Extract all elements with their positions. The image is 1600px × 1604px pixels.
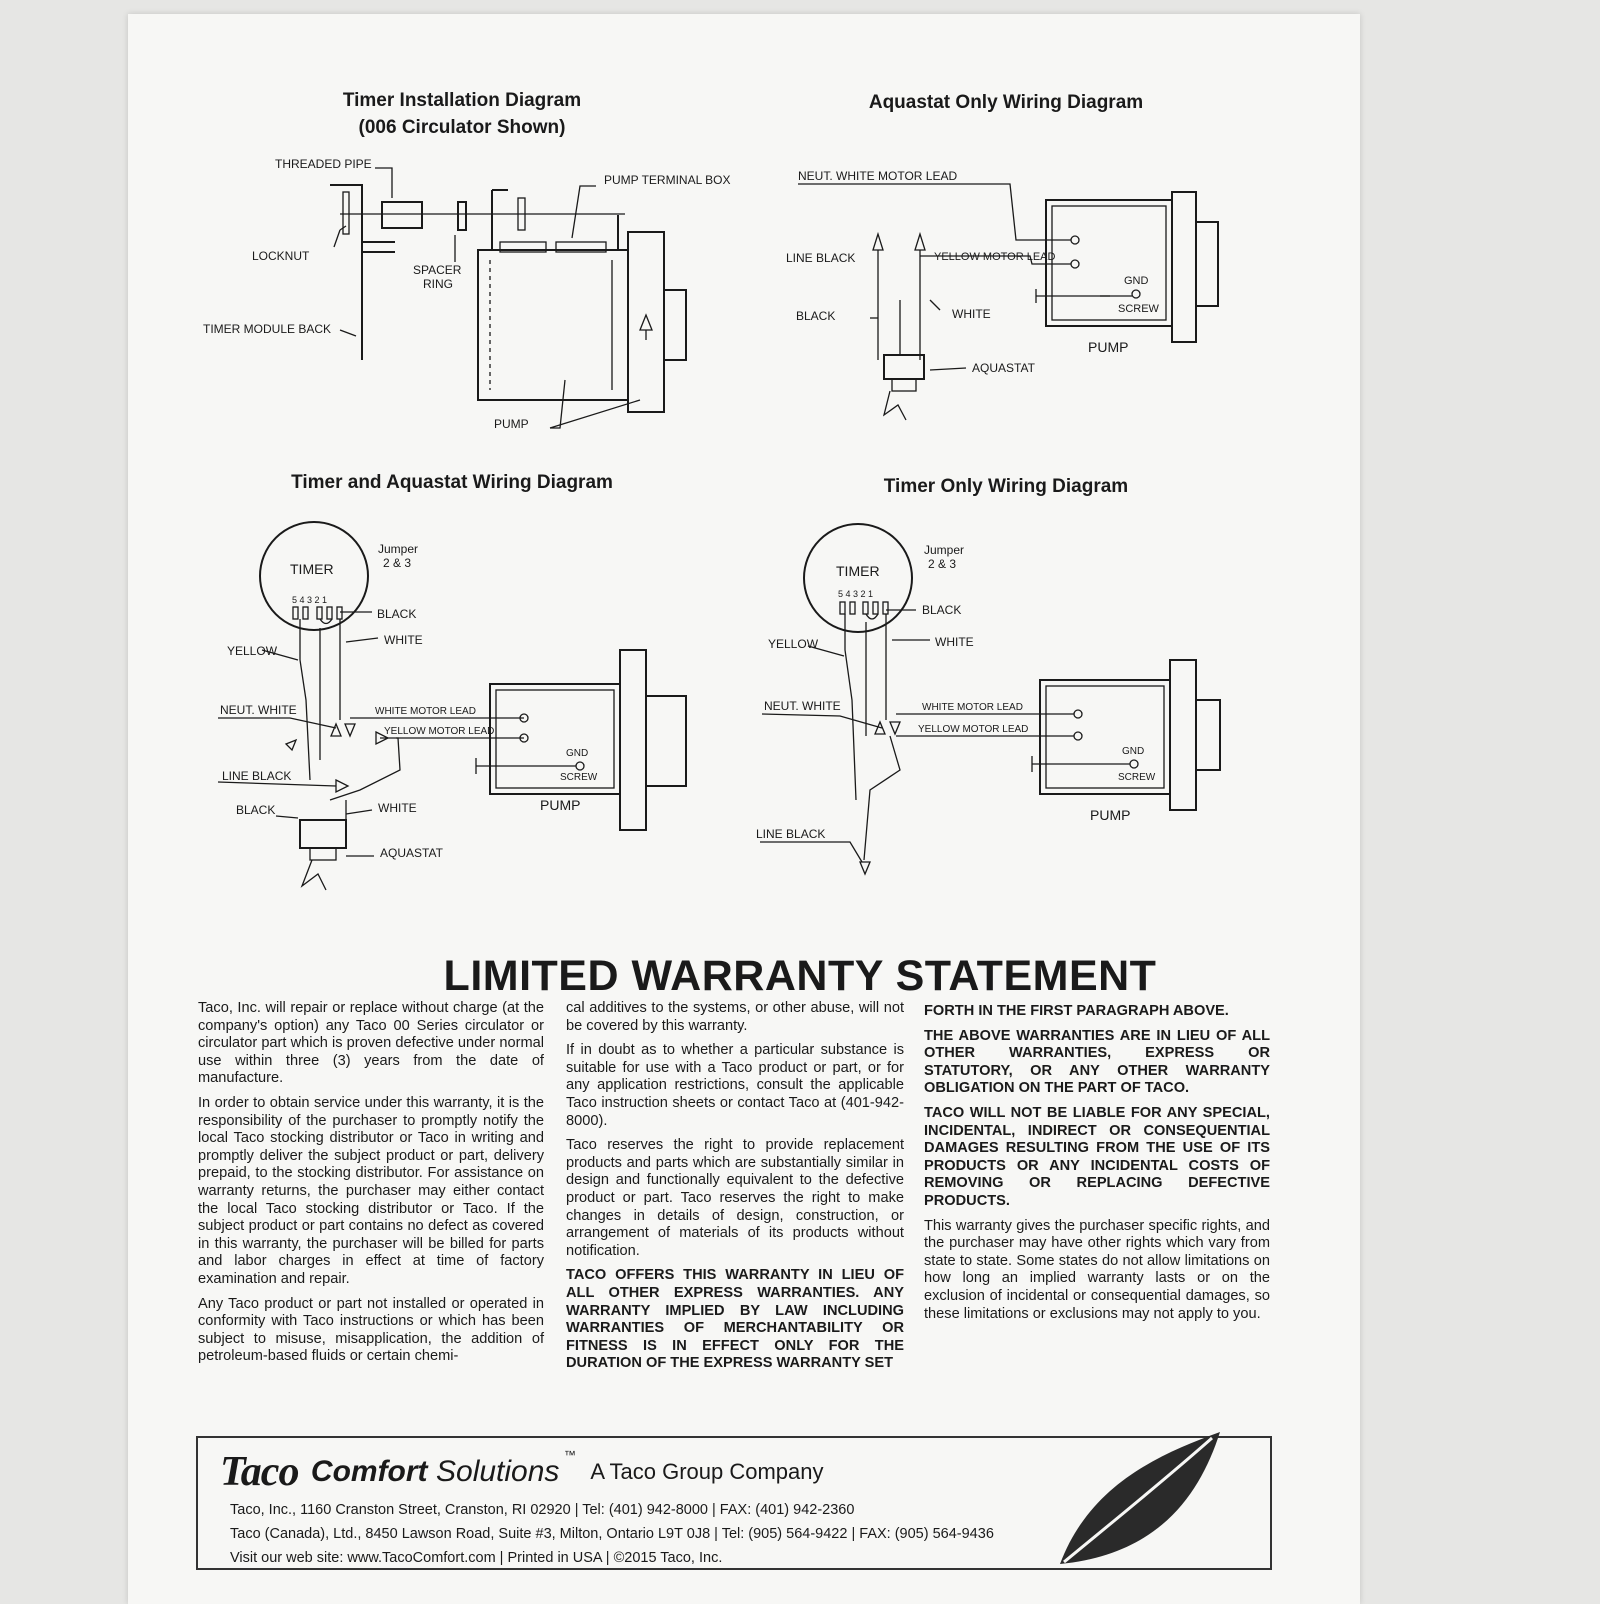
warranty-column-2: cal additives to the systems, or other a…	[566, 1000, 904, 1380]
yellow-motor-lead-label: YELLOW MOTOR LEAD	[918, 724, 1028, 735]
warranty-column-1: Taco, Inc. will repair or replace withou…	[198, 1000, 544, 1373]
diagram-title: Timer Installation Diagram	[343, 90, 581, 111]
pump-terminal-box-label: PUMP TERMINAL BOX	[604, 173, 730, 187]
line-black-label: LINE BLACK	[222, 769, 291, 783]
terminal-numbers: 5 4 3 2 1	[292, 595, 327, 605]
gnd-label: GND	[566, 748, 588, 759]
gnd-label: GND	[1124, 275, 1149, 287]
leaf-icon	[1060, 1432, 1220, 1564]
gnd-label: GND	[1122, 746, 1144, 757]
address-canada: Taco (Canada), Ltd., 8450 Lawson Road, S…	[230, 1526, 994, 1542]
warranty-paragraph: This warranty gives the purchaser specif…	[924, 1217, 1270, 1322]
warranty-paragraph: Any Taco product or part not installed o…	[198, 1295, 544, 1365]
yellow-motor-lead-label: YELLOW MOTOR LEAD	[384, 726, 494, 737]
warranty-paragraph: In order to obtain service under this wa…	[198, 1094, 544, 1287]
white-label: WHITE	[384, 633, 423, 647]
jumper-terminals-label: 2 & 3	[383, 556, 411, 570]
timer-label: TIMER	[836, 563, 880, 579]
diagram-title: Timer and Aquastat Wiring Diagram	[291, 472, 613, 493]
warranty-disclaimer: FORTH IN THE FIRST PARAGRAPH ABOVE.	[924, 1003, 1229, 1019]
yellow-motor-lead-label: YELLOW MOTOR LEAD	[934, 251, 1055, 263]
white-label: WHITE	[935, 635, 974, 649]
terminal-numbers: 5 4 3 2 1	[838, 589, 873, 599]
warranty-title: LIMITED WARRANTY STATEMENT	[443, 952, 1157, 1000]
warranty-column-3: FORTH IN THE FIRST PARAGRAPH ABOVE. THE …	[924, 1003, 1270, 1330]
ring-label: RING	[423, 277, 453, 291]
white-motor-lead-label: WHITE MOTOR LEAD	[922, 702, 1023, 713]
timer-label: TIMER	[290, 561, 334, 577]
trademark-symbol: ™	[563, 1448, 576, 1462]
black-label-2: BLACK	[236, 803, 275, 817]
company-logo: Taco Comfort Solutions ™ A Taco Group Co…	[220, 1448, 824, 1498]
yellow-label: YELLOW	[227, 644, 278, 658]
address-usa: Taco, Inc., 1160 Cranston Street, Cranst…	[230, 1502, 855, 1518]
jumper-label: Jumper	[924, 543, 964, 557]
timer-only-wiring-diagram: Timer Only Wiring Diagram TIMER Jumper 2…	[756, 476, 1221, 876]
pump-label: PUMP	[540, 797, 580, 813]
yellow-label: YELLOW	[768, 637, 819, 651]
neut-white-label: NEUT. WHITE	[220, 703, 297, 717]
screw-label: SCREW	[1118, 303, 1160, 315]
warranty-paragraph: If in doubt as to whether a particular s…	[566, 1042, 904, 1129]
diagram-title: Timer Only Wiring Diagram	[884, 476, 1128, 497]
warranty-paragraph: Taco, Inc. will repair or replace withou…	[198, 1000, 544, 1087]
threaded-pipe-label: THREADED PIPE	[275, 157, 372, 171]
neut-white-motor-lead-label: NEUT. WHITE MOTOR LEAD	[798, 169, 957, 183]
neut-white-label: NEUT. WHITE	[764, 699, 841, 713]
screw-label: SCREW	[560, 772, 598, 783]
warranty-disclaimer: TACO WILL NOT BE LIABLE FOR ANY SPECIAL,…	[924, 1104, 1270, 1209]
white-label-2: WHITE	[378, 801, 417, 815]
white-label: WHITE	[952, 307, 991, 321]
line-black-label: LINE BLACK	[786, 251, 855, 265]
wiring-diagrams: Timer Installation Diagram (006 Circulat…	[203, 90, 1221, 891]
black-label: BLACK	[377, 607, 416, 621]
pump-label: PUMP	[494, 417, 529, 431]
spacer-label: SPACER	[413, 263, 462, 277]
aquastat-label: AQUASTAT	[380, 846, 444, 860]
pump-label: PUMP	[1090, 807, 1130, 823]
timer-aquastat-wiring-diagram: Timer and Aquastat Wiring Diagram TIMER …	[217, 472, 687, 891]
line-black-label: LINE BLACK	[756, 827, 825, 841]
screw-label: SCREW	[1118, 772, 1156, 783]
warranty-paragraph: Taco reserves the right to provide repla…	[566, 1137, 904, 1259]
website-line: Visit our web site: www.TacoComfort.com …	[230, 1550, 723, 1566]
warranty-disclaimer: TACO OFFERS THIS WARRANTY IN LIEU OF ALL…	[566, 1267, 904, 1372]
diagram-title: Aquastat Only Wiring Diagram	[869, 92, 1143, 113]
jumper-terminals-label: 2 & 3	[928, 557, 956, 571]
jumper-label: Jumper	[378, 542, 418, 556]
diagram-subtitle: (006 Circulator Shown)	[359, 117, 566, 138]
comfort-logo-text: Comfort	[310, 1455, 428, 1488]
group-company-text: A Taco Group Company	[590, 1459, 824, 1484]
warranty-paragraph: cal additives to the systems, or other a…	[566, 1000, 904, 1034]
instruction-sheet	[128, 14, 1360, 1604]
solutions-logo-text: Solutions	[436, 1455, 560, 1488]
black-label: BLACK	[796, 309, 835, 323]
warranty-disclaimer: THE ABOVE WARRANTIES ARE IN LIEU OF ALL …	[924, 1027, 1270, 1097]
pump-label: PUMP	[1088, 339, 1128, 355]
aquastat-label: AQUASTAT	[972, 361, 1036, 375]
aquastat-only-wiring-diagram: Aquastat Only Wiring Diagram NEUT. WHITE…	[786, 92, 1219, 421]
locknut-label: LOCKNUT	[252, 249, 310, 263]
company-footer: Taco Comfort Solutions ™ A Taco Group Co…	[196, 1432, 1272, 1570]
white-motor-lead-label: WHITE MOTOR LEAD	[375, 706, 476, 717]
black-label: BLACK	[922, 603, 961, 617]
taco-logo: Taco	[220, 1449, 299, 1495]
timer-module-back-label: TIMER MODULE BACK	[203, 322, 331, 336]
timer-installation-diagram: Timer Installation Diagram (006 Circulat…	[203, 90, 730, 431]
